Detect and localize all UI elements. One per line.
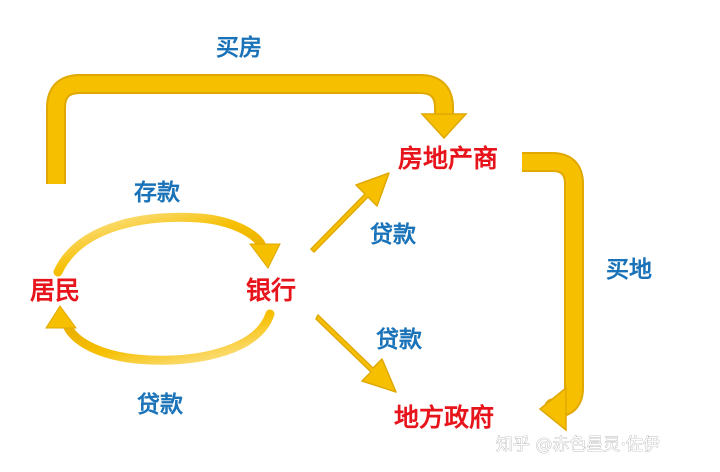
arrow-loan-government [315, 314, 397, 393]
label-loan-government: 贷款 [376, 326, 423, 353]
watermark: 知乎 @赤色星灵·佐伊 [496, 435, 660, 455]
label-loan-residents: 贷款 [137, 391, 184, 418]
arrow-buy-land [522, 152, 584, 432]
node-bank: 银行 [246, 276, 296, 305]
arrow-buy-house [46, 74, 468, 184]
node-developer: 房地产商 [398, 144, 498, 173]
node-residents: 居民 [30, 276, 80, 305]
label-buy-land: 买地 [606, 257, 652, 283]
label-buy-house: 买房 [216, 34, 262, 61]
label-deposit: 存款 [134, 179, 181, 206]
label-loan-developer: 贷款 [370, 221, 417, 248]
arrow-deposit [53, 212, 281, 277]
node-government: 地方政府 [394, 403, 494, 432]
arrow-loan-residents [45, 305, 275, 365]
arrow-loan-developer [310, 172, 390, 253]
